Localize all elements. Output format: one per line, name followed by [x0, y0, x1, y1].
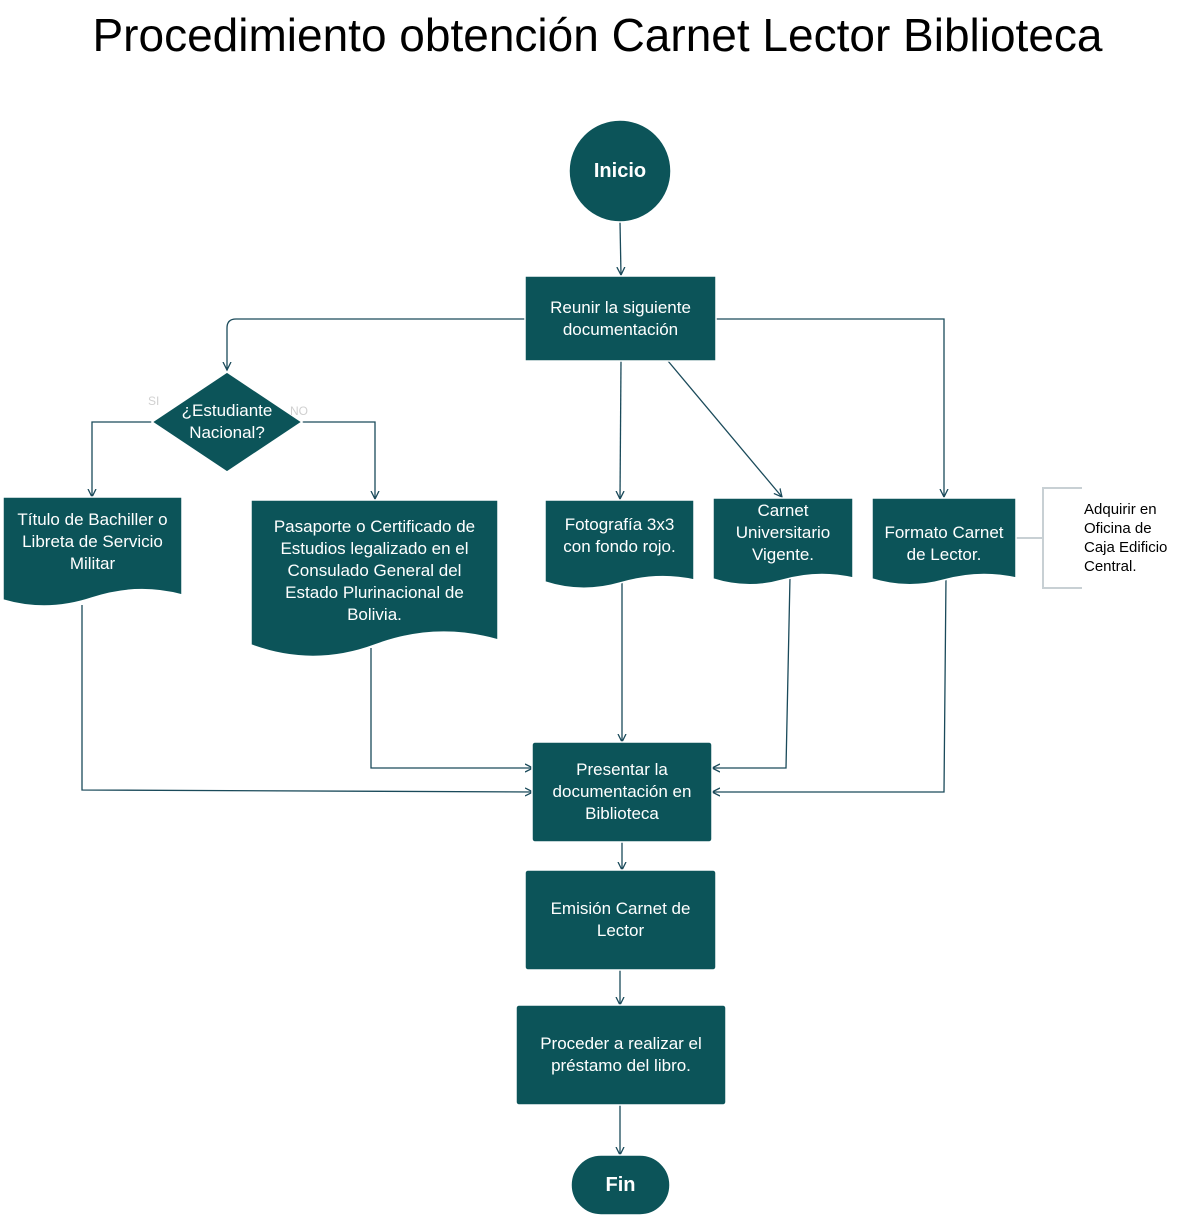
document-carnet	[712, 497, 854, 586]
edge-reunir-foto	[620, 360, 621, 499]
decision-yes-label: SI	[148, 394, 160, 408]
edge-formato-presentar	[712, 576, 947, 792]
start-node	[568, 119, 672, 223]
page-title: Procedimiento obtención Carnet Lector Bi…	[92, 9, 1103, 61]
document-carnet-label: Carnet Universitario Vigente.	[735, 501, 831, 564]
decision-no-label: NO	[290, 404, 308, 418]
process-reunir-label: Reunir la siguiente documentación	[550, 297, 691, 339]
edge-decision-pasaporte	[300, 421, 375, 499]
process-proceder	[515, 1004, 727, 1106]
process-proceder-label: Proceder a realizar el préstamo del libr…	[540, 1034, 702, 1075]
edge-pasaporte-presentar	[370, 648, 533, 768]
annotation-note: Adquirir en Oficina de Caja Edificio Cen…	[1084, 501, 1168, 575]
document-titulo	[2, 496, 183, 607]
process-emision	[524, 869, 717, 971]
document-foto	[544, 499, 695, 589]
edge-decision-titulo	[92, 421, 153, 497]
document-foto-label: Fotografía 3x3 con fondo rojo.	[563, 515, 676, 556]
process-reunir	[524, 275, 717, 362]
decision-node	[150, 371, 304, 473]
document-formato-label: Formato Carnet de Lector.	[884, 523, 1004, 564]
document-formato	[871, 497, 1017, 586]
start-label: Inicio	[593, 160, 647, 182]
edge-carnet-presentar	[712, 576, 791, 768]
end-node	[570, 1154, 671, 1215]
document-pasaporte-label: Pasaporte o Certificado de Estudios lega…	[273, 517, 476, 624]
edge-inicio-reunir	[620, 221, 621, 275]
edge-reunir-carnet	[667, 360, 782, 497]
edge-titulo-presentar	[81, 605, 533, 792]
document-pasaporte	[250, 499, 499, 658]
decision-label: ¿Estudiante Nacional?	[181, 401, 273, 442]
process-presentar	[531, 741, 713, 843]
process-presentar-label: Presentar la documentación en Biblioteca	[552, 760, 692, 823]
process-emision-label: Emisión Carnet de Lector	[550, 899, 691, 940]
document-titulo-label: Título de Bachiller o Libreta de Servici…	[17, 510, 168, 573]
end-label: Fin	[605, 1174, 636, 1196]
edge-reunir-decision	[227, 318, 525, 370]
edge-reunir-formato	[716, 318, 944, 497]
